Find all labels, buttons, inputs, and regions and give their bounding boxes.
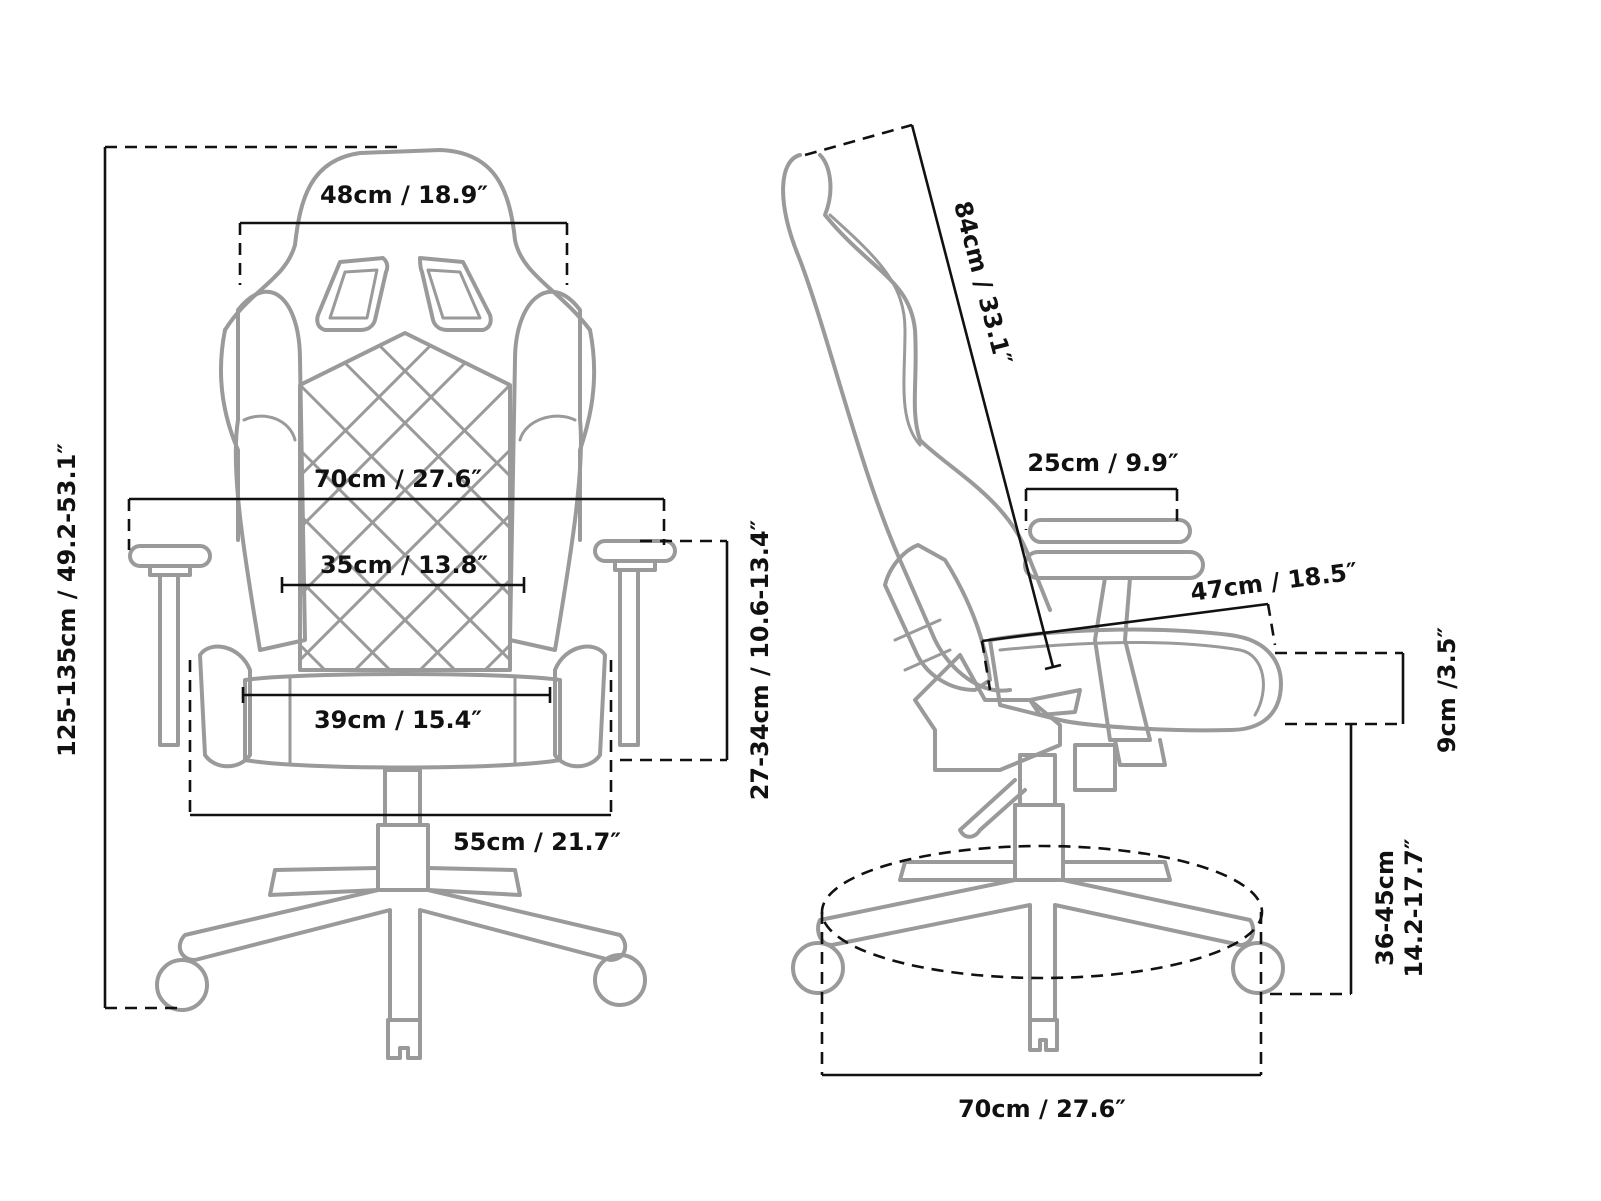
arm-height-label: 27-34cm / 10.6-13.4″ [746,519,774,800]
front-dimension-lines [103,145,729,1010]
outer-seat-width-label: 55cm / 21.7″ [453,828,621,856]
back-height-label: 84cm / 33.1″ [948,198,1018,368]
headrest-width-label: 48cm / 18.9″ [320,181,488,209]
base-diameter-label: 70cm / 27.6″ [958,1095,1126,1123]
arm-pad-length-label: 25cm / 9.9″ [1027,449,1179,477]
seat-height-cm-label: 36-45cm [1371,850,1399,966]
seat-width-label: 39cm / 15.4″ [314,706,482,734]
cushion-thickness-label: 9cm /3.5″ [1433,627,1461,754]
side-dimension-lines [804,123,1405,1077]
seat-height-in-label: 14.2-17.7″ [1400,838,1428,977]
back-width-label: 35cm / 13.8″ [320,551,488,579]
total-height-label: 125-135cm / 49.2-53.1″ [53,443,81,757]
seat-depth-label: 47cm / 18.5″ [1189,557,1360,606]
front-view-chair [128,148,677,1060]
side-view-chair [781,153,1285,1052]
armrest-span-label: 70cm / 27.6″ [314,465,482,493]
